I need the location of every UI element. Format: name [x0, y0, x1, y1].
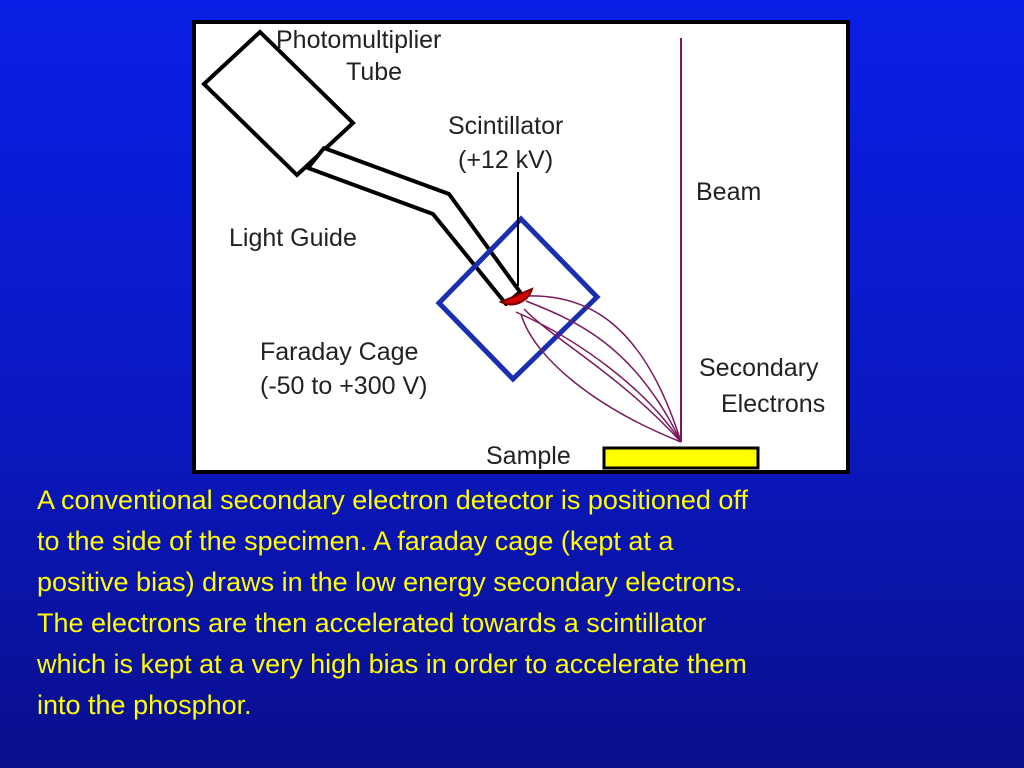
detector-diagram: Photomultiplier Tube Scintillator (+12 k… — [196, 24, 846, 470]
faraday-cage-label-line1: Faraday Cage — [260, 338, 418, 366]
photomultiplier-label-line1: Photomultiplier — [276, 26, 441, 54]
secondary-electrons-label-line2: Electrons — [721, 390, 825, 418]
sample-block — [602, 446, 760, 470]
photomultiplier-tube — [201, 29, 356, 178]
photomultiplier-label-line2: Tube — [346, 58, 402, 86]
caption-line-5: which is kept at a very high bias in ord… — [37, 649, 747, 679]
caption-line-6: into the phosphor. — [37, 690, 252, 720]
diagram-frame: Photomultiplier Tube Scintillator (+12 k… — [192, 20, 850, 474]
scintillator — [498, 287, 534, 306]
scintillator-label-line2: (+12 kV) — [458, 146, 553, 174]
caption-line-4: The electrons are then accelerated towar… — [37, 608, 707, 638]
caption-line-3: positive bias) draws in the low energy s… — [37, 567, 743, 597]
caption-line-2: to the side of the specimen. A faraday c… — [37, 526, 674, 556]
caption-paragraph: A conventional secondary electron detect… — [37, 480, 997, 726]
light-guide-label: Light Guide — [229, 224, 357, 252]
faraday-cage-label-line2: (-50 to +300 V) — [260, 372, 427, 400]
scintillator-label-line1: Scintillator — [448, 112, 563, 140]
electron-trajectories — [515, 295, 682, 443]
faraday-cage — [435, 215, 601, 383]
secondary-electrons-label-line1: Secondary — [699, 354, 819, 382]
beam-label: Beam — [696, 178, 761, 206]
caption-line-1: A conventional secondary electron detect… — [37, 485, 748, 515]
sample-label: Sample — [486, 442, 571, 470]
